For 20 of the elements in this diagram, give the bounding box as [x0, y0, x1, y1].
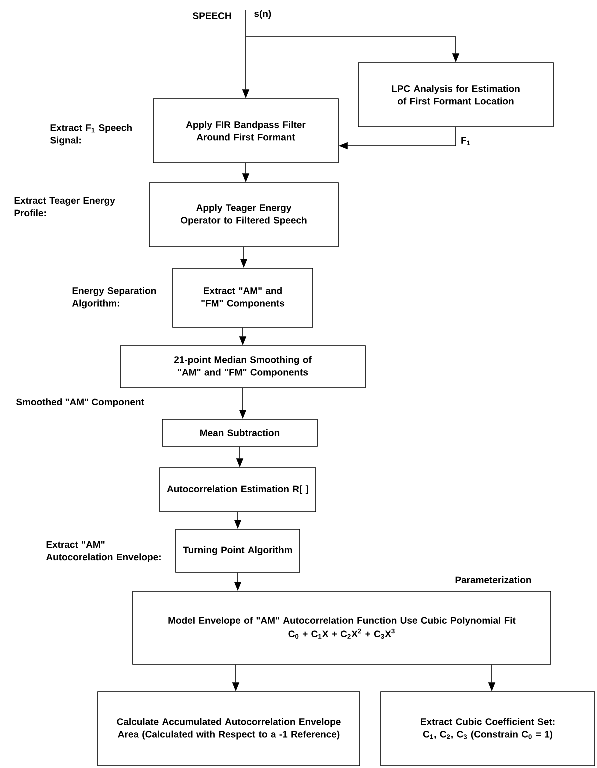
note-label: SPEECH	[193, 12, 232, 20]
side-label: Parameterization	[456, 576, 532, 584]
side-label: Energy Separation Algorithm:	[72, 287, 156, 309]
process-box: Calculate Accumulated Autocorrelation Envelope Area (Calculated with Respect to a -1 Reference)	[98, 692, 360, 766]
process-box: Extract Cubic Coefficient Set: C$_{1}$, C$_{2}$, C$_{3}$ (Constrain C$_{0}$ = 1)	[380, 692, 596, 766]
process-box: Autocorrelation Estimation R[ ]	[160, 468, 316, 512]
side-label: Extract "AM" Autocorelation Envelope:	[46, 542, 161, 563]
note-label: Smoothed "AM" Component	[16, 398, 144, 408]
process-box: Mean Subtraction	[162, 419, 318, 447]
side-label: Extract F$_{1}$ Speech Signal:	[50, 124, 132, 146]
process-box: LPC Analysis for Estimation of First Formant Location	[358, 62, 554, 128]
edge-label: F$_{1}$	[460, 136, 472, 146]
process-box: Apply FIR Bandpass Filter Around First Formant	[153, 98, 339, 164]
process-box: Apply Teager Energy Operator to Filtered Speech	[149, 182, 339, 248]
process-box: Turning Point Algorithm	[176, 529, 300, 573]
process-box: Extract "AM" and "FM" Components	[172, 268, 314, 328]
edge-label: s(n)	[254, 10, 272, 20]
side-label: Extract Teager Energy Profile:	[14, 197, 116, 217]
process-box: Model Envelope of "AM" Autocorrelation Function Use Cubic Polynomial Fit C$_{0}$ + C$_{1}$X + C$_{2}$X$^{2}$ + C$_{3}$X$^{3}$	[132, 591, 552, 665]
process-box: 21-point Median Smoothing of "AM" and "FM" Components	[120, 346, 366, 388]
